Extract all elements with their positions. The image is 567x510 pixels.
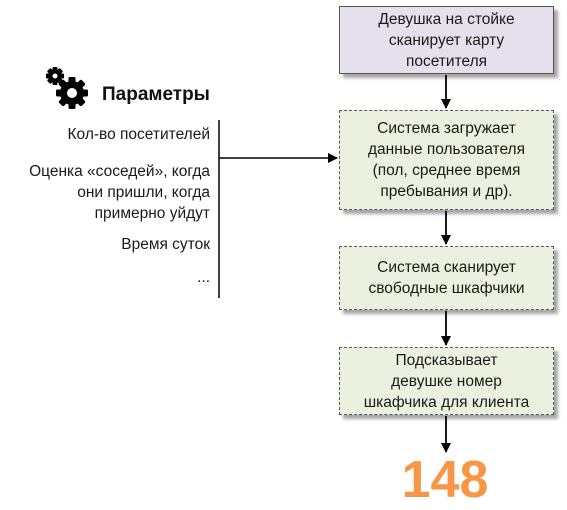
- params-title: Параметры: [102, 84, 210, 105]
- step-load-user-data: Система загружает данные пользователя (п…: [339, 110, 554, 210]
- step-scan-lockers: Система сканирует свободные шкафчики: [339, 246, 554, 310]
- large-gear: [56, 77, 88, 109]
- param-neighbors-estimate: Оценка «соседей», когда они пришли, когд…: [29, 163, 210, 222]
- small-gear: [46, 67, 64, 85]
- param-visitor-count: Кол-во посетителей: [67, 126, 210, 143]
- step-scan-card: Девушка на стойке сканирует карту посети…: [339, 6, 554, 74]
- param-ellipsis: ...: [197, 269, 210, 286]
- gears-icon: [46, 67, 88, 109]
- locker-number-result: 148: [401, 451, 489, 509]
- step-suggest-locker: Подсказывает девушке номер шкафчика для …: [339, 347, 554, 415]
- param-time-of-day: Время суток: [121, 236, 210, 253]
